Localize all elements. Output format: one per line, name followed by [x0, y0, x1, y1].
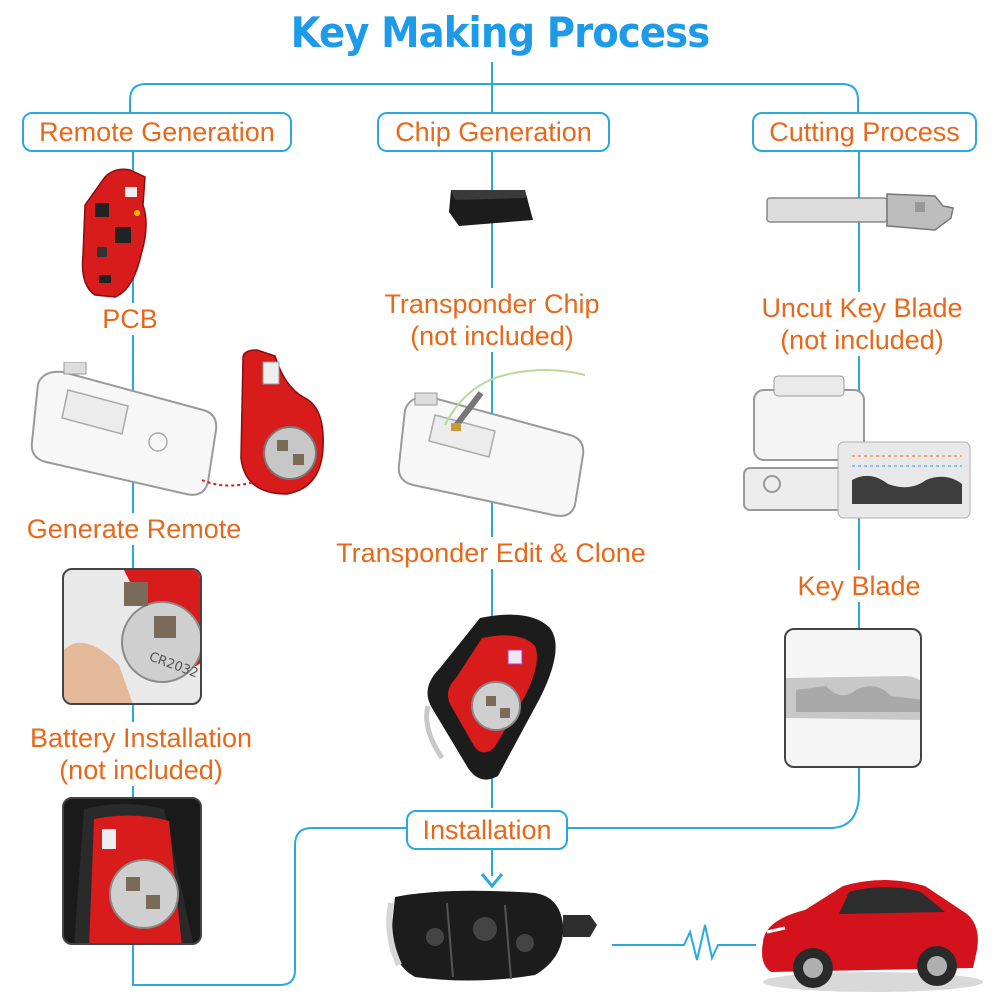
- label-transponder-chip: Transponder Chip (not included): [360, 288, 624, 352]
- label-key-blade: Key Blade: [786, 570, 932, 602]
- label-blade-line2: (not included): [780, 325, 944, 355]
- pcb-illustration: [81, 168, 147, 298]
- pcb-with-battery-holder: [240, 349, 324, 495]
- label-transponder-edit-clone: Transponder Edit & Clone: [312, 537, 670, 569]
- installed-remote-illustration: [74, 804, 194, 943]
- label-blade-line1: Uncut Key Blade: [761, 293, 963, 323]
- page-title: Key Making Process: [290, 8, 711, 57]
- label-battery-line1: Battery Installation: [29, 723, 253, 753]
- transponder-chip-illustration: [449, 190, 533, 226]
- label-uncut-key-blade: Uncut Key Blade (not included): [748, 292, 976, 356]
- installed-remote-photo: [62, 797, 202, 945]
- label-pcb: PCB: [95, 303, 165, 335]
- key-blade-closeup-illustration: [786, 676, 920, 720]
- key-tool-device-center: [397, 369, 586, 517]
- label-battery-line2: (not included): [59, 755, 223, 785]
- battery-illustration: [64, 570, 200, 703]
- header-remote-generation: Remote Generation: [22, 112, 292, 152]
- battery-photo: CR2032: [62, 568, 202, 705]
- header-cutting-process: Cutting Process: [752, 112, 977, 152]
- flip-remote-open-illustration: [424, 614, 556, 780]
- dotted-connection: [201, 477, 267, 487]
- label-chip-line1: Transponder Chip: [384, 289, 600, 319]
- label-battery-installation: Battery Installation (not included): [10, 722, 272, 786]
- uncut-key-blade-illustration: [766, 193, 954, 231]
- red-car-illustration: [762, 880, 983, 992]
- label-generate-remote: Generate Remote: [14, 513, 254, 545]
- finished-flip-key-illustration: [386, 890, 597, 981]
- key-blade-photo: [784, 628, 922, 768]
- key-cutting-machine-illustration: [743, 375, 971, 519]
- installation-step: Installation: [406, 810, 568, 850]
- header-chip-generation: Chip Generation: [377, 112, 610, 152]
- label-chip-line2: (not included): [410, 321, 574, 351]
